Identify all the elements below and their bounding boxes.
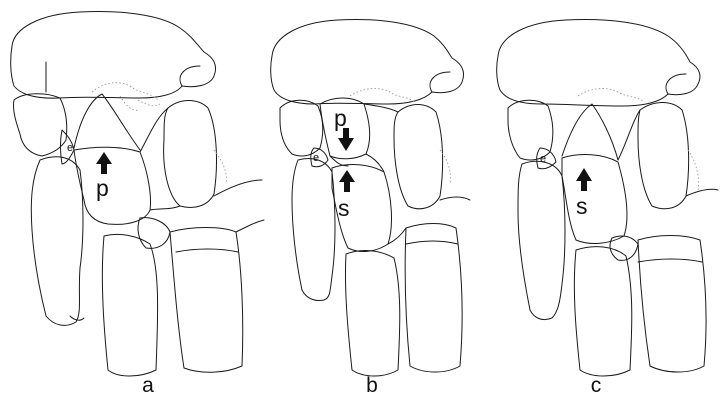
lower-bone-left (345, 251, 399, 376)
arrow-up-icon (339, 170, 355, 192)
label-p: p (96, 175, 109, 201)
left-upper-bone (13, 94, 66, 156)
right-oval-bone (638, 103, 689, 209)
top-cap-outline (497, 20, 700, 106)
right-oval-bone (164, 101, 217, 208)
top-cap-outline (11, 12, 216, 99)
lower-bone-left (574, 247, 631, 376)
label-s: s (576, 193, 588, 219)
panel-caption-a: a (142, 374, 154, 397)
left-long-bone (292, 159, 335, 301)
arrow-up-icon (96, 152, 112, 174)
left-long-bone (518, 161, 565, 319)
left-upper-bone (508, 100, 553, 160)
label-e: e (540, 153, 546, 165)
panel-c: e s (497, 20, 718, 376)
panel-caption-b: b (366, 374, 378, 397)
lower-bone-left (102, 234, 157, 376)
s-bone (562, 155, 627, 244)
label-p: p (334, 105, 347, 131)
left-upper-bone (280, 100, 323, 156)
label-s: s (338, 195, 350, 221)
panel-a: e p (11, 12, 264, 376)
top-cap-outline (271, 20, 464, 104)
arrow-up-icon (576, 168, 592, 191)
label-e: e (67, 142, 73, 154)
panel-caption-c: c (591, 374, 602, 397)
panel-b: e p s (271, 20, 470, 376)
left-long-bone (31, 157, 83, 326)
lower-bone-right (638, 236, 706, 373)
right-oval-bone (394, 105, 443, 209)
p-bone (74, 147, 151, 224)
lower-bone-right (405, 224, 462, 373)
arrow-down-icon (338, 128, 354, 151)
label-e: e (313, 152, 319, 164)
